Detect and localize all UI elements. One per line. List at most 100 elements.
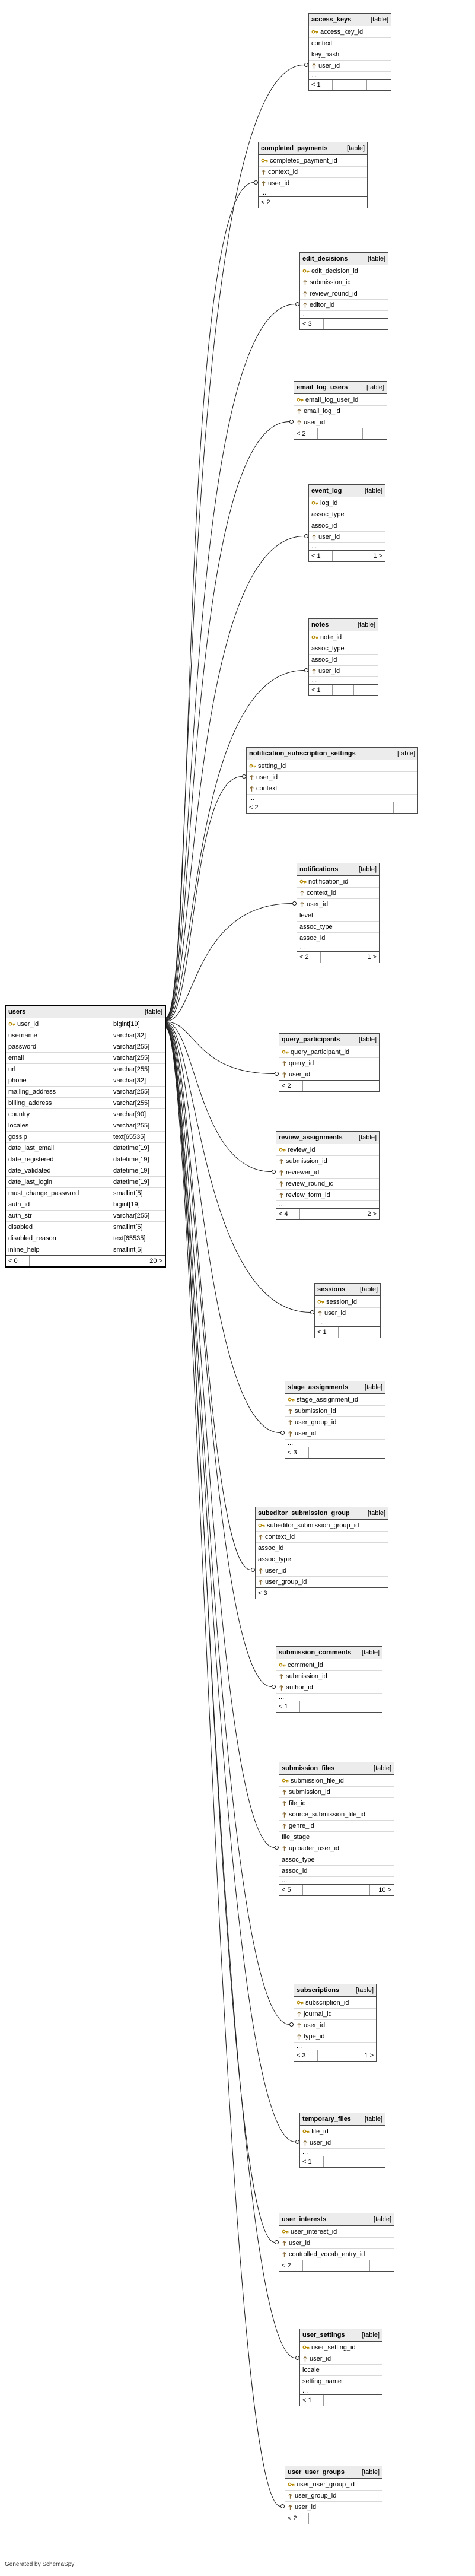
child-count: 1 >: [373, 552, 382, 560]
footer-spacer: [309, 2513, 358, 2524]
child-count: 20 >: [149, 1257, 162, 1265]
table-node-stage_assignments[interactable]: stage_assignments[table]stage_assignment…: [285, 1381, 385, 1459]
column-name: auth_str: [8, 1212, 32, 1219]
child-count: [361, 1447, 385, 1458]
table-kind-label: [table]: [366, 384, 384, 391]
table-footer: < 1: [276, 1701, 382, 1712]
table-header[interactable]: notes[table]: [309, 619, 378, 631]
column-row-edit_decision_id: edit_decision_id: [300, 265, 388, 277]
column-row-user_id: user_id: [300, 2137, 385, 2148]
footer-spacer: [324, 319, 364, 329]
column-row-user_id: user_id: [285, 1428, 385, 1439]
table-name: submission_files: [282, 1765, 335, 1772]
ellipsis-label: ...: [311, 542, 317, 550]
column-row-assoc_type: assoc_type: [279, 1854, 394, 1865]
column-cell: phone: [8, 1075, 110, 1086]
column-cell: context: [249, 783, 277, 794]
column-cell: query_id: [282, 1058, 314, 1069]
table-node-subeditor_submission_group[interactable]: subeditor_submission_group[table]subedit…: [255, 1507, 388, 1599]
table-header[interactable]: temporary_files[table]: [300, 2113, 385, 2126]
table-header[interactable]: notification_subscription_settings[table…: [247, 748, 417, 760]
parent-count: < 1: [315, 1327, 339, 1338]
child-count: [361, 2156, 385, 2167]
table-header[interactable]: stage_assignments[table]: [285, 1381, 385, 1394]
column-type: smallint[5]: [113, 1224, 143, 1231]
table-header[interactable]: subscriptions[table]: [294, 1984, 376, 1997]
table-kind-label: [table]: [365, 2116, 382, 2123]
column-cell: user_id: [311, 61, 340, 71]
fk-edge-user_user_groups: [165, 1028, 281, 2507]
fk-edge-user_interests: [165, 1027, 275, 2243]
column-name: disabled: [8, 1224, 33, 1231]
column-cell: session_id: [317, 1296, 357, 1307]
table-node-submission_files[interactable]: submission_files[table]submission_file_i…: [279, 1762, 394, 1896]
column-name: user_id: [268, 180, 290, 187]
foreign-key-index-icon: [282, 1812, 287, 1818]
column-cell: email_log_user_id: [297, 394, 358, 405]
column-row-setting_id: setting_id: [247, 760, 417, 771]
column-row-user_interest_id: user_interest_id: [279, 2226, 394, 2237]
table-name: access_keys: [311, 16, 352, 23]
column-type: bigint[19]: [113, 1020, 140, 1028]
column-name: subscription_id: [305, 1999, 349, 2006]
column-cell: locales: [8, 1120, 110, 1131]
column-cell: review_form_id: [279, 1190, 330, 1200]
column-cell: assoc_id: [311, 655, 337, 665]
table-header[interactable]: user_settings[table]: [300, 2329, 382, 2342]
table-header[interactable]: user_user_groups[table]: [285, 2466, 382, 2479]
column-cell: submission_id: [282, 1787, 330, 1797]
column-row-assoc_id: assoc_id: [309, 654, 378, 665]
column-cell: review_id: [279, 1144, 315, 1155]
table-header[interactable]: email_log_users[table]: [294, 382, 387, 394]
footer-spacer: [303, 1885, 370, 1895]
table-node-notification_subscription_settings[interactable]: notification_subscription_settings[table…: [246, 747, 418, 814]
table-header[interactable]: submission_files[table]: [279, 1762, 394, 1775]
table-header[interactable]: edit_decisions[table]: [300, 253, 388, 265]
column-name: submission_id: [286, 1673, 327, 1680]
ellipsis-label: ...: [302, 2148, 308, 2156]
table-header[interactable]: notifications[table]: [297, 863, 379, 876]
table-header[interactable]: event_log[table]: [309, 485, 385, 497]
table-node-query_participants[interactable]: query_participants[table]query_participa…: [279, 1033, 380, 1092]
table-header[interactable]: completed_payments[table]: [259, 142, 367, 155]
hidden-columns-ellipsis: ...: [309, 676, 378, 684]
table-header[interactable]: users[table]: [6, 1006, 165, 1018]
column-row-user_id: user_id: [256, 1565, 388, 1576]
table-header[interactable]: submission_comments[table]: [276, 1647, 382, 1659]
table-node-user_user_groups[interactable]: user_user_groups[table]user_user_group_i…: [285, 2466, 382, 2524]
column-cell: country: [8, 1109, 110, 1120]
table-node-completed_payments[interactable]: completed_payments[table]completed_payme…: [258, 142, 368, 208]
table-header[interactable]: review_assignments[table]: [276, 1132, 379, 1144]
table-header[interactable]: access_keys[table]: [309, 14, 391, 26]
edge-endpoint-dot-completed_payments: [254, 180, 258, 185]
column-row-submission_id: submission_id: [276, 1670, 382, 1682]
fk-edge-subeditor_submission_group: [165, 1024, 251, 1570]
foreign-key-index-icon: [288, 1419, 293, 1426]
table-header[interactable]: subeditor_submission_group[table]: [256, 1507, 388, 1520]
table-header[interactable]: sessions[table]: [315, 1284, 380, 1296]
column-row-submission_file_id: submission_file_id: [279, 1775, 394, 1786]
column-name: context_id: [268, 169, 298, 176]
table-footer: < 2: [247, 802, 417, 813]
fk-edge-edit_decisions: [165, 304, 296, 1019]
child-count: [367, 80, 391, 90]
table-header[interactable]: query_participants[table]: [279, 1034, 379, 1046]
column-cell: mailing_address: [8, 1087, 110, 1097]
table-header[interactable]: user_interests[table]: [279, 2213, 394, 2226]
